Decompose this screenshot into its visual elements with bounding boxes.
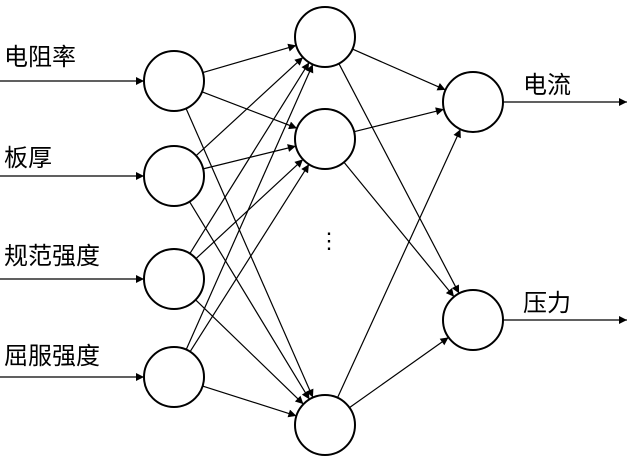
edge-hidden1-output2 [338,63,460,294]
input-node-3 [143,248,205,310]
connection-lines [0,43,627,418]
input-node-4 [143,346,205,408]
edge-input1-hidden1 [202,43,297,74]
input-node-2 [143,145,205,207]
output-label-current: 电流 [523,71,571,99]
input-node-1 [143,50,205,112]
output-node-2 [442,289,504,351]
output-label-pressure: 压力 [523,289,571,317]
edge-input3-hidden1 [189,62,310,254]
edge-input4-hidden2 [189,164,310,352]
hidden-layer-ellipsis: ⋮ [318,229,340,254]
edge-input1-hidden2 [201,91,298,130]
hidden-node-3 [294,394,356,456]
edge-hidden2-output2 [343,161,455,298]
edge-input1-hidden3 [185,108,314,398]
edge-hidden1-output1 [352,48,446,91]
hidden-node-1 [294,6,356,68]
input-label-standard-strength: 规范强度 [4,242,100,270]
edge-input3-hidden2 [195,158,304,260]
input-label-thickness: 板厚 [4,144,52,172]
edge-hidden3-output2 [349,336,449,409]
edge-input2-hidden1 [195,56,304,157]
hidden-node-2 [294,108,356,170]
edge-input2-hidden3 [189,201,310,400]
network-nodes [143,6,504,456]
input-label-resistivity: 电阻率 [4,43,76,71]
edge-input3-hidden3 [195,299,304,405]
edge-hidden2-output1 [353,107,445,133]
input-label-yield-strength: 屈服强度 [4,342,100,370]
output-node-1 [442,71,504,133]
edge-input4-hidden3 [202,385,297,418]
edge-input4-hidden1 [185,64,314,350]
edge-hidden3-output1 [336,129,462,398]
